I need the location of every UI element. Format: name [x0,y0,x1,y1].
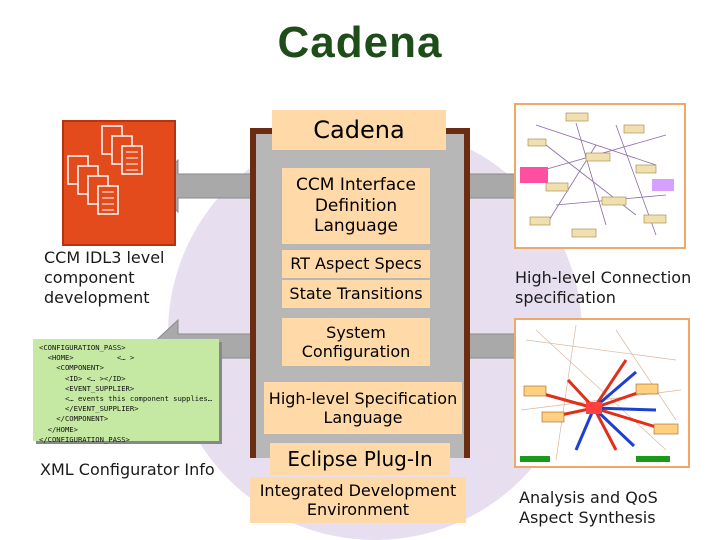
xml-line: <HOME> <… > [39,353,135,363]
rt-aspect-specs-box: RT Aspect Specs [282,250,430,278]
xml-line: <ID> <… ></ID> [39,373,126,383]
xml-line: </HOME> [39,424,78,434]
xml-line: <EVENT_SUPPLIER> [39,383,135,393]
xml-line: <CONFIGURATION_PASS> [39,343,126,352]
state-transitions-box: State Transitions [282,280,430,308]
idl-documents-icon [62,120,176,246]
ccm-idl-box: CCM Interface Definition Language [282,168,430,244]
xml-line: </EVENT_SUPPLIER> [39,404,139,414]
xml-line: </CONFIGURATION_PASS> [39,434,130,444]
cadena-header-box: Cadena [272,110,446,150]
xml-line: </COMPONENT> [39,414,109,424]
xml-config-box: <CONFIGURATION_PASS> <HOME> <… > <COMPON… [33,339,219,444]
page-title: Cadena [277,18,443,67]
high-level-spec-language-box: High-level Specification Language [264,382,462,434]
ide-box: Integrated Development Environment [250,477,466,523]
connection-caption: High-level Connection specification [515,268,692,307]
xml-caption: XML Configurator Info [40,460,215,479]
xml-line: <… events this component supplies… [39,394,213,404]
xml-line: <COMPONENT> [39,363,104,373]
system-configuration-box: System Configuration [282,318,430,366]
synthesis-caption: Analysis and QoS Aspect Synthesis [519,488,658,527]
qos-synthesis-thumbnail [514,318,690,468]
eclipse-plugin-box: Eclipse Plug-In [270,443,450,475]
idl-caption: CCM IDL3 level component development [44,248,165,307]
connection-spec-thumbnail [514,103,686,249]
